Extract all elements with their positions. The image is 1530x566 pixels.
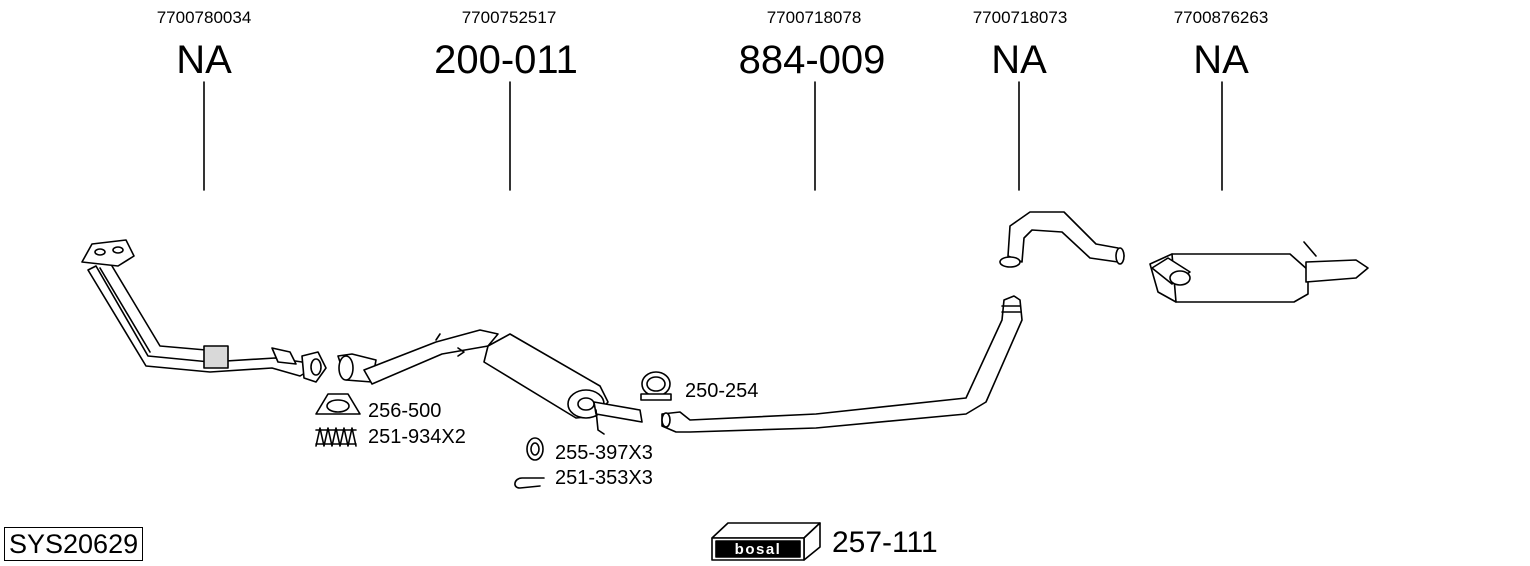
part-number-1[interactable]: NA: [176, 38, 232, 82]
part-number-2[interactable]: 200-011: [434, 38, 578, 82]
accessory-code-250-254[interactable]: 250-254: [685, 380, 759, 402]
rear-silencer-part[interactable]: [1149, 241, 1369, 303]
kit-code[interactable]: 257-111: [832, 526, 938, 559]
accessory-code-256-500[interactable]: 256-500: [368, 400, 442, 422]
oe-number-5: 7700876263: [1173, 8, 1269, 27]
accessory-code-251-353[interactable]: 251-353X3: [555, 467, 653, 489]
rubber-ring-icon[interactable]: [526, 437, 544, 461]
tail-pipe-part[interactable]: [999, 211, 1125, 268]
part-number-5[interactable]: NA: [1193, 38, 1249, 82]
oe-number-1: 7700780034: [156, 8, 252, 27]
oe-number-3: 7700718078: [766, 8, 862, 27]
clamp-icon[interactable]: [640, 371, 672, 401]
gasket-icon[interactable]: [315, 393, 361, 415]
accessory-code-251-934[interactable]: 251-934X2: [368, 426, 466, 448]
middle-silencer-part[interactable]: [337, 329, 643, 435]
spring-icon[interactable]: [315, 427, 357, 447]
part-number-4[interactable]: NA: [991, 38, 1047, 82]
oe-number-4: 7700718073: [972, 8, 1068, 27]
mounting-kit-box-icon[interactable]: bosal: [711, 522, 821, 561]
kit-brand-logo: bosal: [735, 541, 782, 558]
system-code-box: SYS20629: [4, 527, 144, 561]
intermediate-pipe-part[interactable]: [661, 295, 1023, 433]
accessory-code-255-397[interactable]: 255-397X3: [555, 442, 653, 464]
front-pipe-part[interactable]: [81, 239, 327, 383]
oe-number-2: 7700752517: [461, 8, 557, 27]
part-number-3[interactable]: 884-009: [738, 38, 886, 82]
hook-clip-icon[interactable]: [514, 477, 545, 489]
